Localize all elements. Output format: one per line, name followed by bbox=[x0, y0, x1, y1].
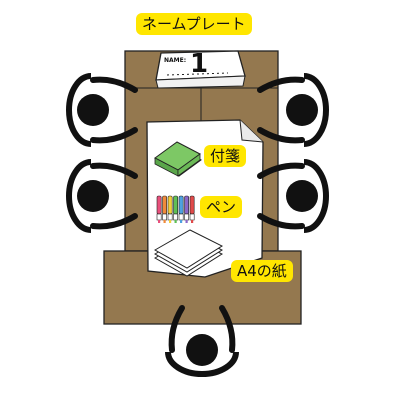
sticky-notes-label: 付箋 bbox=[204, 145, 247, 167]
nameplate-icon bbox=[155, 50, 246, 89]
a4-paper-label: A4の紙 bbox=[231, 260, 293, 282]
person-icon bbox=[66, 159, 138, 233]
sticky-notes-icon bbox=[154, 141, 202, 177]
nameplate-label: ネームプレート bbox=[136, 13, 252, 35]
person-icon bbox=[257, 73, 329, 147]
pen bbox=[173, 195, 178, 223]
pen bbox=[178, 195, 184, 223]
pen-icon bbox=[156, 195, 195, 223]
paper-stack-icon bbox=[153, 229, 224, 277]
pen bbox=[167, 195, 173, 223]
nameplate-number: 1 bbox=[190, 49, 209, 79]
pen bbox=[189, 195, 195, 223]
person-icon bbox=[66, 73, 138, 147]
pen bbox=[184, 195, 189, 223]
pen bbox=[156, 195, 162, 223]
person-icon bbox=[257, 159, 329, 233]
pen-label: ペン bbox=[200, 196, 243, 218]
nameplate-name-text: NAME: bbox=[164, 57, 187, 64]
person-icon bbox=[165, 305, 239, 377]
pen bbox=[162, 195, 167, 223]
